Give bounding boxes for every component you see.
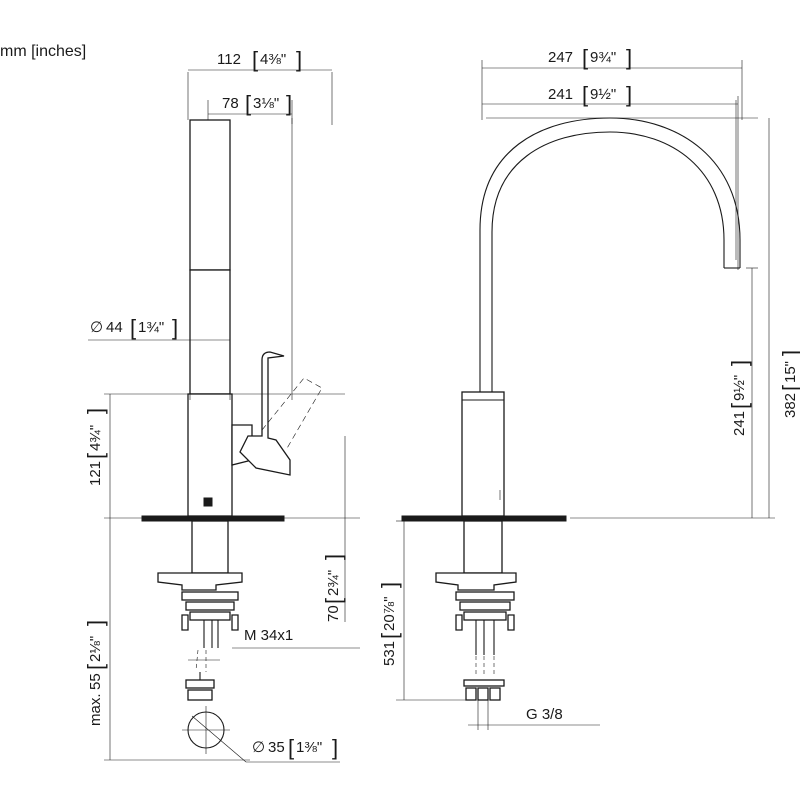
gooseneck-spout [479,117,741,392]
svg-text:[: [ [83,453,108,459]
lever-handle [239,351,291,476]
front-faucet-body [461,391,505,517]
dim-hose-length: 531 [ 20⅞" ] [377,582,402,666]
svg-text:[: [ [727,403,752,409]
svg-text:[: [ [245,91,251,116]
svg-text:241: 241 [731,411,748,436]
front-view: 247 [ 9¾" ] 241 [ 9½" ] [377,45,800,730]
dim-handle-depth: 78 [ 3⅛" ] [222,91,292,116]
svg-text:]: ] [296,47,302,72]
svg-text:[: [ [377,633,402,639]
svg-text:[: [ [130,315,136,340]
connection-label: G 3/8 [526,706,563,723]
svg-text:∅: ∅ [90,319,103,336]
svg-text:20⅞": 20⅞" [381,596,398,631]
svg-text:15": 15" [782,361,799,383]
svg-text:]: ] [778,350,800,356]
front-mounting-plate [435,572,517,591]
spout-lower [189,269,231,395]
dim-spout-reach: 241 [ 9½" ] [548,82,632,107]
dim-total-depth: 112 [ 4⅜" ] [217,47,302,72]
svg-text:78: 78 [222,95,239,112]
svg-text:121: 121 [87,461,104,486]
svg-text:]: ] [286,91,292,116]
deck-plate [141,515,285,522]
svg-text:]: ] [727,360,752,366]
side-view: 112 [ 4⅜" ] 78 [ 3⅛" ] ∅ 44 [ [83,47,360,763]
svg-text:9½": 9½" [590,86,616,103]
svg-text:[: [ [778,385,800,391]
svg-text:9¾": 9¾" [590,49,616,66]
front-deck-plate [401,515,567,522]
svg-text:112: 112 [217,51,241,68]
svg-text:70: 70 [325,605,342,622]
svg-text:3⅛": 3⅛" [253,95,279,112]
svg-text:]: ] [332,735,338,760]
dim-body-height: 121 [ 4¾" ] [83,408,108,486]
svg-text:[: [ [582,82,588,107]
svg-text:]: ] [626,45,632,70]
svg-text:382: 382 [782,393,799,418]
dim-outlet-height: 241 [ 9½" ] [727,360,752,436]
svg-text:1⅜": 1⅜" [296,739,322,756]
dim-hole-diameter: ∅ 35 [ 1⅜" ] [252,735,338,760]
dim-shank-length: 70 [ 2¾" ] [321,554,346,622]
dim-total-reach: 247 [ 9¾" ] [548,45,632,70]
svg-text:4¾": 4¾" [87,425,104,451]
svg-text:[: [ [252,47,258,72]
svg-text:241: 241 [548,86,573,103]
dim-max-deck: max. 55 [ 2⅛" ] [83,620,108,726]
svg-text:max.: max. [87,693,104,726]
svg-text:[: [ [288,735,294,760]
svg-text:]: ] [377,582,402,588]
svg-text:2⅛": 2⅛" [87,636,104,662]
svg-text:]: ] [172,315,178,340]
spout-column [189,119,231,271]
svg-text:55: 55 [87,673,104,690]
thread-label: M 34x1 [244,627,293,644]
svg-text:35: 35 [268,739,285,756]
svg-text:[: [ [582,45,588,70]
logo-mark [203,497,213,507]
mounting-plate [157,572,243,591]
svg-text:9½": 9½" [731,375,748,401]
svg-text:1¾": 1¾" [138,319,164,336]
svg-text:2¾": 2¾" [325,570,342,596]
dim-total-height: 382 [ 15" ] [778,350,800,418]
svg-text:[: [ [321,598,346,604]
svg-text:44: 44 [106,319,123,336]
dim-spout-diameter: ∅ 44 [ 1¾" ] [90,315,178,340]
svg-text:]: ] [626,82,632,107]
svg-text:247: 247 [548,49,573,66]
svg-text:531: 531 [381,641,398,666]
svg-text:∅: ∅ [252,739,265,756]
svg-text:]: ] [83,408,108,414]
svg-text:[: [ [83,664,108,670]
svg-text:4⅜": 4⅜" [260,51,286,68]
units-note: mm [inches] [0,43,86,60]
svg-text:]: ] [321,554,346,560]
svg-text:]: ] [83,620,108,626]
